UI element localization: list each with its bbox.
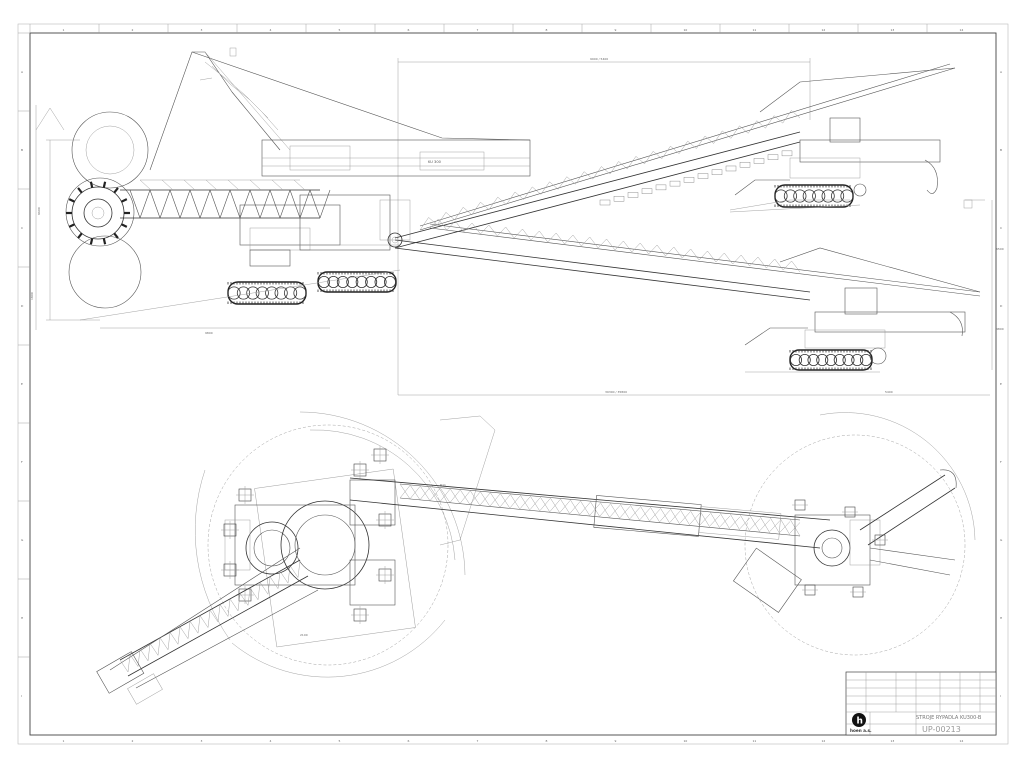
lower-transfer-unit xyxy=(744,287,966,373)
row-mark: B xyxy=(1000,148,1002,152)
column-mark: 1 xyxy=(63,28,65,32)
column-mark: 11 xyxy=(753,739,757,743)
top-span-dim: 9900 / 5400 xyxy=(590,57,608,61)
row-mark: D xyxy=(1000,304,1003,308)
drawing-title: STROJE RYPADLA KU300-B xyxy=(916,715,982,721)
column-mark: 6 xyxy=(408,28,410,32)
bucket-wheel-teeth xyxy=(66,181,130,245)
conveyor-bridge-side-views: 9900 / 5400 39300 / 35800 5400 6500 4800 xyxy=(387,57,1004,396)
upper-transfer-unit xyxy=(729,117,985,213)
column-mark: 14 xyxy=(960,739,964,743)
column-mark: 12 xyxy=(822,28,826,32)
bottom-span-dim: 39300 / 35800 xyxy=(605,390,627,394)
row-mark: E xyxy=(21,382,23,386)
row-mark: C xyxy=(21,226,23,230)
excavator-plan-view: R11 2100 xyxy=(96,411,976,705)
column-mark: 9 xyxy=(615,739,617,743)
right-height-dim-a: 6500 xyxy=(996,247,1004,251)
row-mark: H xyxy=(1000,616,1002,620)
right-small-dim: 5400 xyxy=(885,390,893,394)
plan-main-body xyxy=(221,446,396,624)
column-mark: 6 xyxy=(408,739,410,743)
plan-transfer-unit xyxy=(732,469,957,613)
plan-bucket-boom xyxy=(96,547,319,705)
company-logo: h xyxy=(857,717,863,727)
left-depth-dim: 1800 xyxy=(30,292,34,300)
column-mark: 7 xyxy=(477,28,479,32)
bucket-boom-truss xyxy=(129,179,331,219)
plan-radius-label: R11 xyxy=(440,483,446,487)
row-mark: H xyxy=(21,616,23,620)
column-mark: 3 xyxy=(201,739,203,743)
row-mark: A xyxy=(21,70,24,74)
main-crawler-left xyxy=(227,281,307,305)
row-mark: G xyxy=(21,538,24,542)
column-mark: 8 xyxy=(546,739,548,743)
column-mark: 10 xyxy=(684,28,688,32)
column-mark: 5 xyxy=(339,28,341,32)
column-mark: 1 xyxy=(63,739,65,743)
column-mark: 14 xyxy=(960,28,964,32)
column-mark: 11 xyxy=(753,28,757,32)
column-mark: 4 xyxy=(270,739,272,743)
model-label: KU 300 xyxy=(428,160,442,164)
column-mark: 5 xyxy=(339,739,341,743)
row-mark: D xyxy=(21,304,24,308)
row-mark: A xyxy=(1000,70,1003,74)
column-mark: 12 xyxy=(822,739,826,743)
row-mark: F xyxy=(21,460,23,464)
title-block: h hoen a.s. STROJE RYPADLA KU300-B UP-00… xyxy=(845,671,997,736)
column-mark: 2 xyxy=(132,739,134,743)
excavator-side-view: KU 300 9 xyxy=(30,47,531,335)
row-tick-marks: A A B B C C D D E E F F G G H H I I xyxy=(18,32,1003,698)
row-mark: I xyxy=(1000,694,1001,698)
column-mark: 2 xyxy=(132,28,134,32)
row-mark: G xyxy=(1000,538,1003,542)
column-mark: 4 xyxy=(270,28,272,32)
row-mark: B xyxy=(21,148,23,152)
plan-conveyor-bridge xyxy=(349,477,831,549)
row-mark: I xyxy=(21,694,22,698)
company-name: hoen a.s. xyxy=(850,728,872,733)
column-mark: 13 xyxy=(891,28,895,32)
right-height-dim-b: 4800 xyxy=(996,327,1004,331)
left-height-dim: 9600 xyxy=(37,207,41,215)
drawing-number: UP-00213 xyxy=(922,725,961,734)
base-left-dim: 9800 xyxy=(205,331,213,335)
column-mark: 10 xyxy=(684,739,688,743)
lower-conveyor-bridge xyxy=(394,223,981,301)
row-mark: F xyxy=(1000,460,1002,464)
plan-width-label: 2100 xyxy=(300,633,308,637)
row-mark: C xyxy=(1000,226,1002,230)
main-crawler-right xyxy=(317,271,397,293)
column-mark: 9 xyxy=(615,28,617,32)
upper-conveyor-bridge xyxy=(394,63,956,249)
column-mark: 7 xyxy=(477,739,479,743)
column-mark: 8 xyxy=(546,28,548,32)
column-mark: 3 xyxy=(201,28,203,32)
row-mark: E xyxy=(1000,382,1002,386)
column-mark: 13 xyxy=(891,739,895,743)
